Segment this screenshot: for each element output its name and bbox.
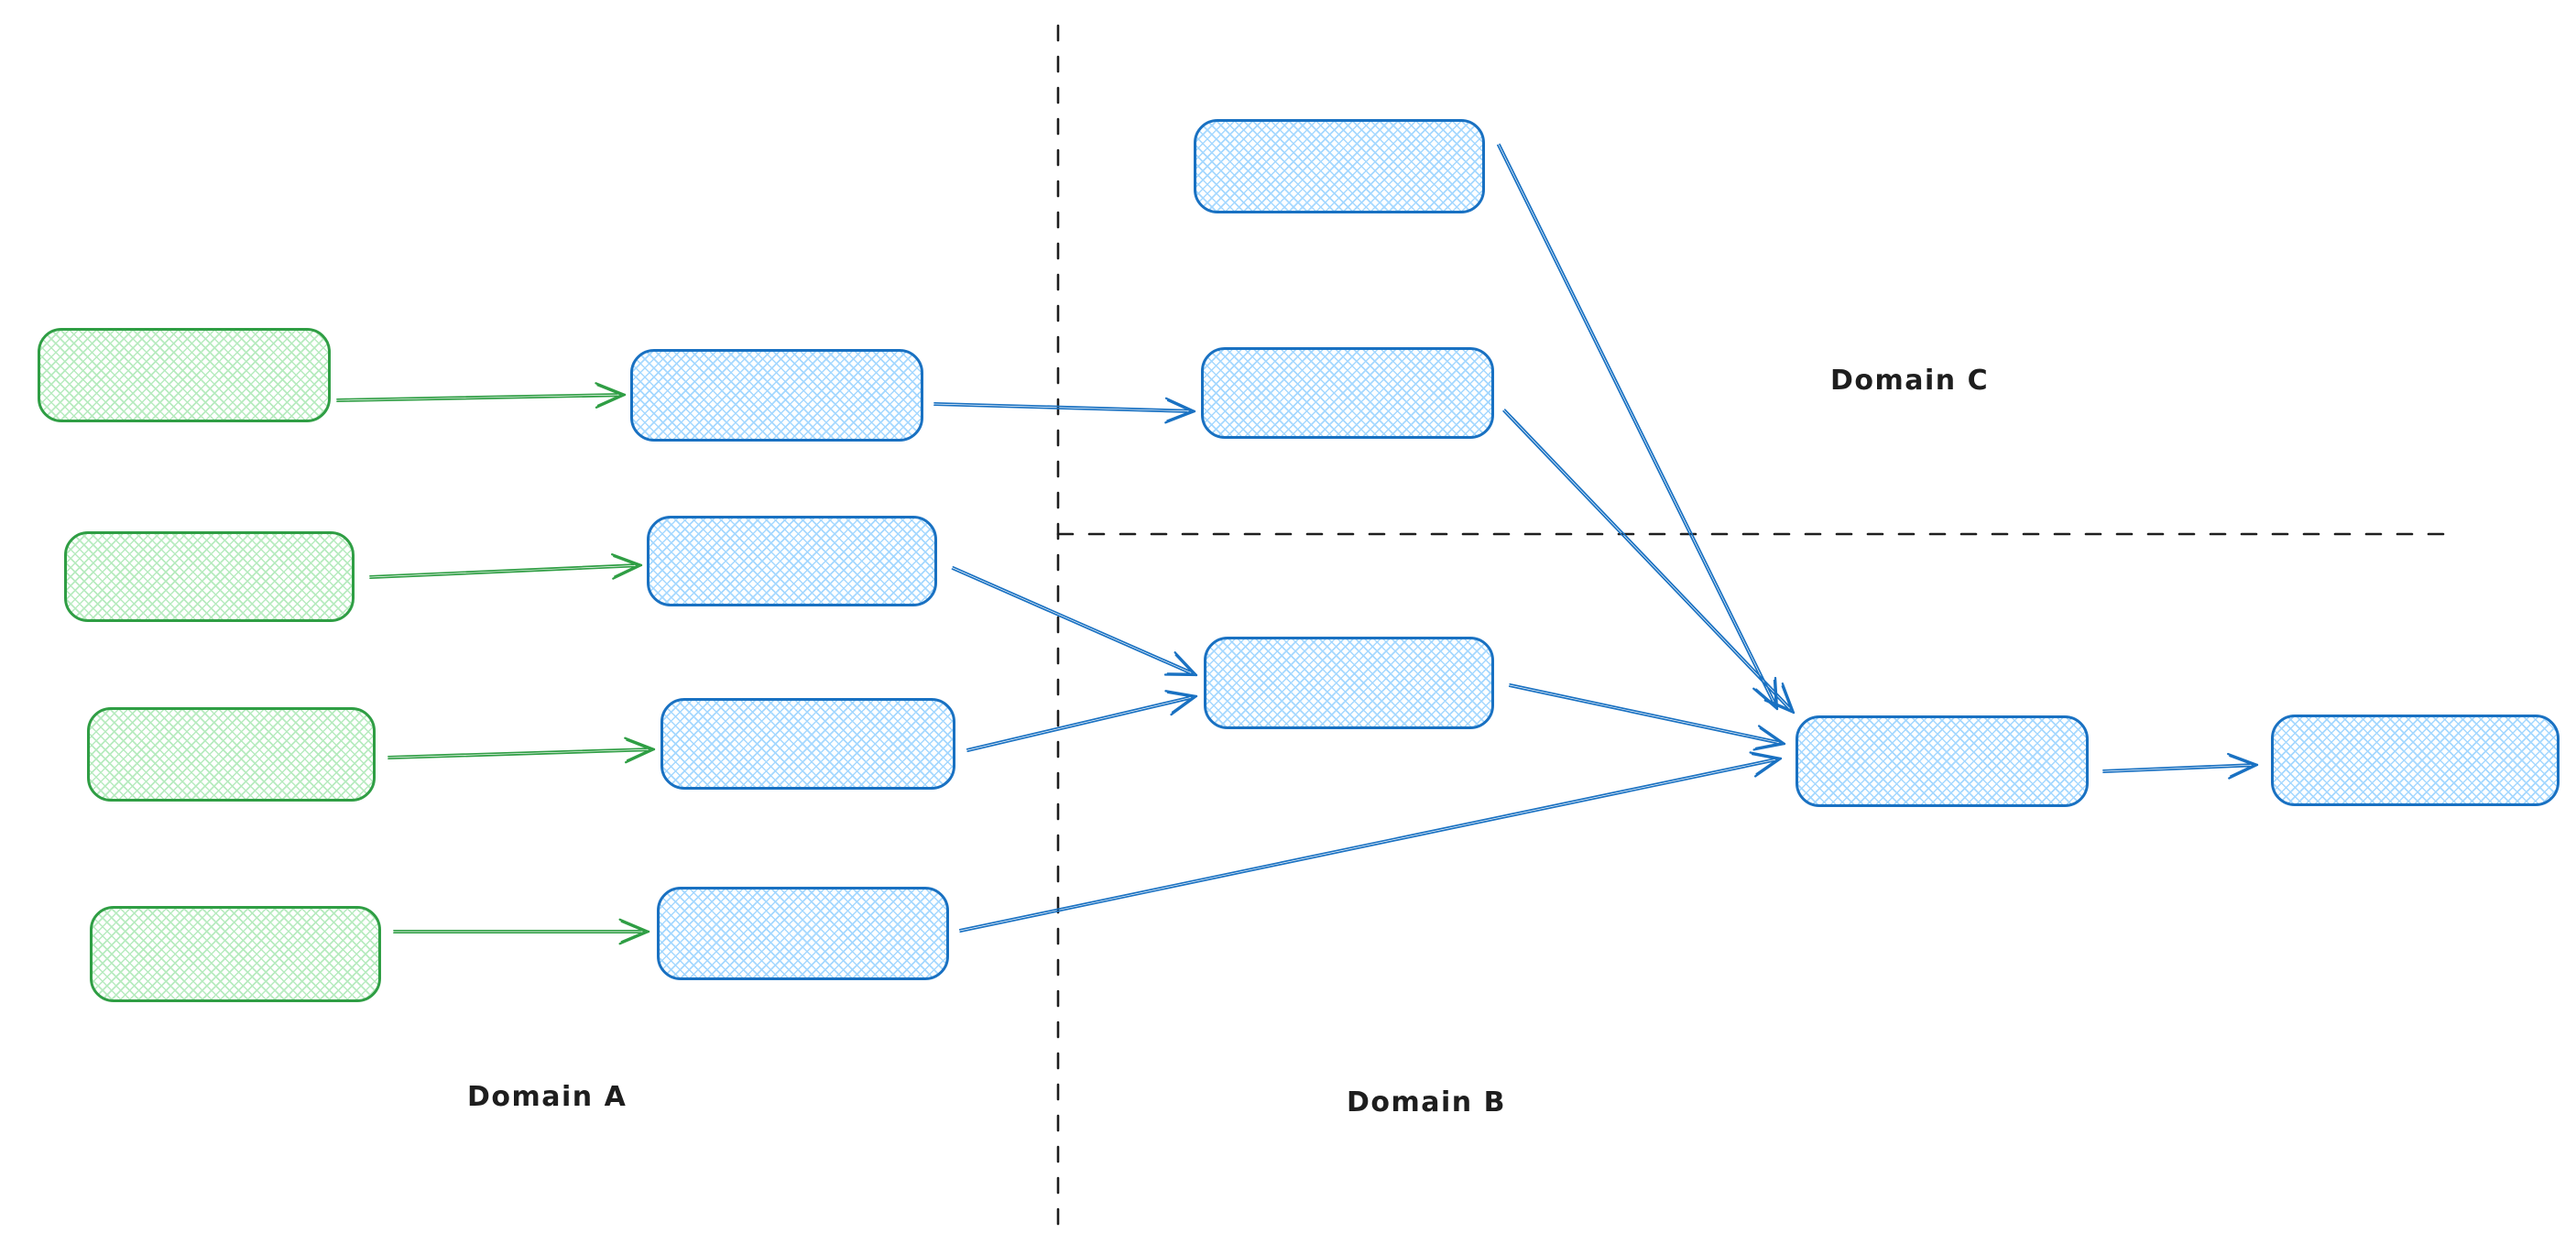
arrow-step2-to-b-left[interactable] <box>951 566 1198 677</box>
domain-c-label[interactable]: Domain C <box>1830 365 1990 397</box>
arrow-step4-to-hub[interactable] <box>958 751 1783 933</box>
green-source-box-1[interactable] <box>38 328 331 422</box>
arrow-green-1[interactable] <box>336 382 627 409</box>
green-source-box-3[interactable] <box>87 707 376 802</box>
blue-step-box-3[interactable] <box>660 698 955 790</box>
domain-a-label[interactable]: Domain A <box>467 1081 628 1113</box>
blue-box-domain-c-lower[interactable] <box>1201 347 1494 439</box>
blue-box-merge-hub[interactable] <box>1796 715 2089 807</box>
arrow-green-4[interactable] <box>393 918 650 945</box>
blue-step-box-1[interactable] <box>630 349 923 442</box>
domain-b-label[interactable]: Domain B <box>1347 1086 1506 1119</box>
arrow-c-top-to-hub[interactable] <box>1497 143 1779 711</box>
arrow-green-2[interactable] <box>369 552 643 580</box>
arrow-green-3[interactable] <box>387 737 656 764</box>
arrow-step1-to-c-lower[interactable] <box>933 397 1196 424</box>
blue-step-box-4[interactable] <box>657 887 949 980</box>
blue-box-output[interactable] <box>2271 715 2560 806</box>
arrow-c-lower-to-hub[interactable] <box>1502 409 1796 715</box>
blue-box-domain-b-left[interactable] <box>1204 637 1494 729</box>
blue-step-box-2[interactable] <box>647 516 937 606</box>
blue-box-domain-c-top[interactable] <box>1194 119 1485 213</box>
arrow-step3-to-b-left[interactable] <box>966 690 1198 753</box>
green-source-box-4[interactable] <box>90 906 381 1002</box>
arrow-b-left-to-hub[interactable] <box>1508 682 1786 751</box>
green-source-box-2[interactable] <box>64 531 355 622</box>
arrow-hub-to-output[interactable] <box>2102 752 2259 780</box>
